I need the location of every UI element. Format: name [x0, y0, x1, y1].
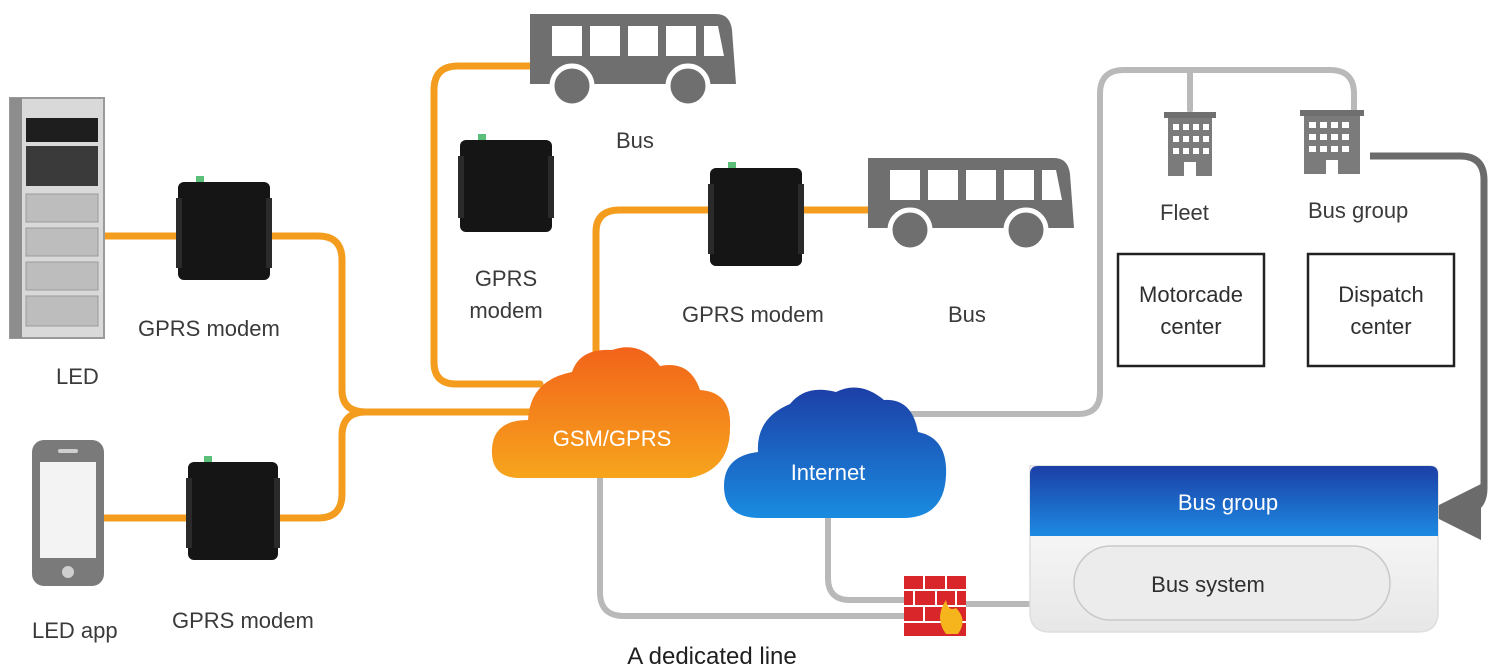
gsm-gprs-cloud: GSM/GPRS — [491, 347, 731, 478]
motorcade-label-2: center — [1160, 314, 1221, 339]
orange-links — [100, 62, 876, 522]
link-dedicated-line — [597, 467, 909, 619]
motorcade-label-1: Motorcade — [1139, 282, 1243, 307]
gprs-modem-icon — [708, 162, 804, 266]
dedicated-line-caption: A dedicated line — [627, 643, 796, 668]
smartphone-icon — [32, 440, 104, 586]
server-icon: Bus group Bus system — [1029, 465, 1439, 633]
motorcade-center-box: Motorcade center — [1116, 252, 1266, 368]
bus-icon — [530, 14, 736, 109]
dispatch-label-2: center — [1350, 314, 1411, 339]
fleet-label: Fleet — [1160, 200, 1209, 225]
gprs-modem-label-center-1: GPRS — [475, 266, 537, 291]
bus-label-right: Bus — [948, 302, 986, 327]
gprs-modem-icon — [176, 176, 272, 280]
building-icon — [1300, 110, 1364, 174]
led-app-label: LED app — [32, 618, 118, 643]
link-gsm-bus-right — [592, 206, 716, 376]
server-body-label: Bus system — [1151, 572, 1265, 597]
bus-group-building-label: Bus group — [1308, 198, 1408, 223]
gprs-modem-label-bottom-left: GPRS modem — [172, 608, 314, 633]
led-display-icon — [9, 97, 105, 339]
firewall-icon — [904, 576, 966, 636]
link-internet-buildings — [887, 67, 1357, 417]
bus-icon — [868, 158, 1074, 253]
gprs-modem-icon — [186, 456, 280, 560]
led-label: LED — [56, 364, 99, 389]
building-icon — [1164, 112, 1216, 176]
link-modem-bl-trunk — [268, 408, 370, 522]
gprs-modem-label-center-2: modem — [469, 298, 542, 323]
gprs-modem-icon — [458, 134, 554, 232]
arrow-bus-group-server — [1370, 152, 1488, 540]
gray-links — [597, 67, 1357, 619]
bus-label-top: Bus — [616, 128, 654, 153]
gprs-modem-label-top-left: GPRS modem — [138, 316, 280, 341]
gsm-cloud-label: GSM/GPRS — [553, 426, 672, 451]
link-gsm-bus-top — [430, 62, 544, 388]
dispatch-center-box: Dispatch center — [1306, 252, 1456, 368]
link-internet-firewall — [825, 493, 909, 603]
internet-cloud: Internet — [724, 387, 947, 518]
dispatch-label-1: Dispatch — [1338, 282, 1424, 307]
gprs-modem-label-right: GPRS modem — [682, 302, 824, 327]
internet-cloud-label: Internet — [791, 460, 866, 485]
server-header-label: Bus group — [1178, 490, 1278, 515]
